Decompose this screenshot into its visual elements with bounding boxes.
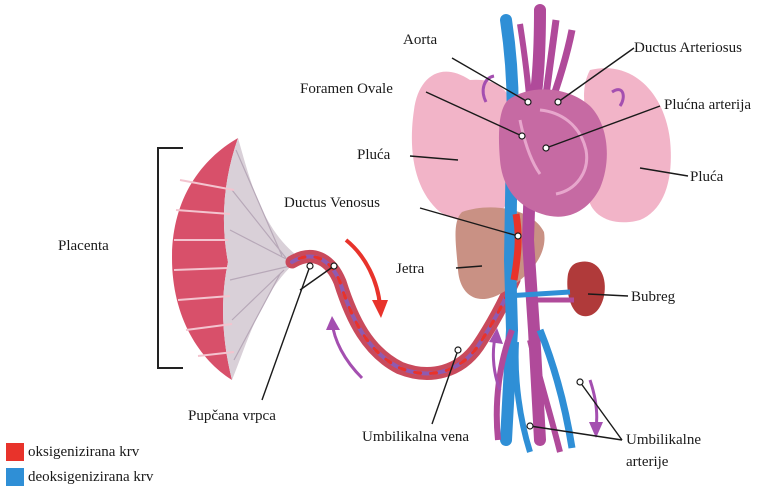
legend-oxygenated: oksigenizirana krv	[6, 443, 139, 461]
label-ductus-venosus: Ductus Venosus	[284, 195, 380, 211]
label-pluca-right: Pluća	[690, 169, 724, 185]
legend-deoxygenated-label: deoksigenizirana krv	[28, 469, 153, 486]
label-ductus-arteriosus: Ductus Arteriosus	[634, 40, 742, 56]
left-lung	[412, 72, 510, 222]
ductus-venosus-vessel	[514, 214, 518, 280]
label-jetra: Jetra	[396, 261, 425, 277]
label-placenta: Placenta	[58, 238, 109, 254]
label-umbilikalne-arterije-line1: Umbilikalne	[626, 432, 701, 448]
label-umbilikalne-arterije-line2: arterije	[626, 454, 669, 470]
legend-oxygenated-label: oksigenizirana krv	[28, 444, 139, 461]
label-pluca-left: Pluća	[357, 147, 391, 163]
deoxygenated-swatch	[6, 468, 24, 486]
legend-deoxygenated: deoksigenizirana krv	[6, 468, 153, 486]
label-pupcana-vrpca: Pupčana vrpca	[188, 408, 276, 424]
label-foramen-ovale: Foramen Ovale	[300, 81, 393, 97]
label-bubreg: Bubreg	[631, 289, 676, 305]
oxygenated-swatch	[6, 443, 24, 461]
kidney	[567, 261, 605, 316]
label-plucna-arterija: Plućna arterija	[664, 97, 751, 113]
label-aorta: Aorta	[403, 32, 437, 48]
placenta	[172, 138, 300, 380]
label-umbilikalna-vena: Umbilikalna vena	[362, 429, 469, 445]
